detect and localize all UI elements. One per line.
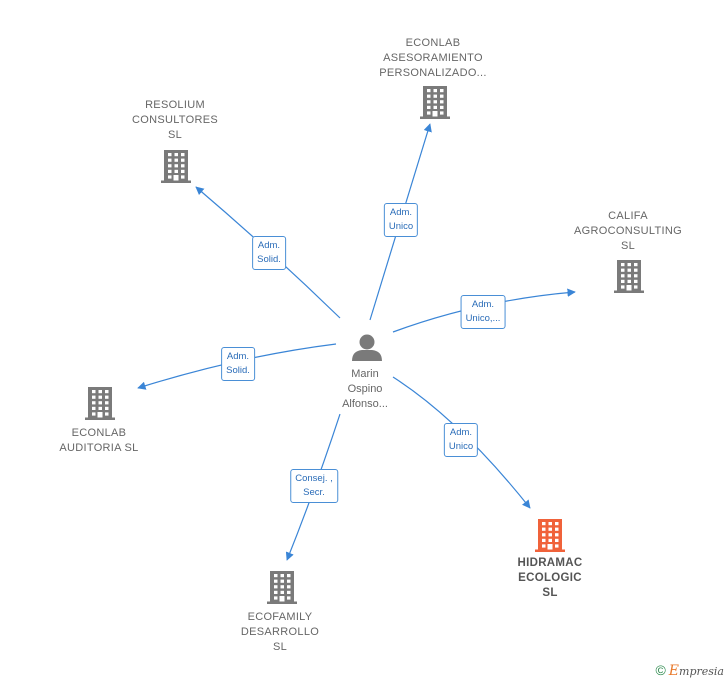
company-label-line: SL xyxy=(542,587,558,599)
company-label-line: SL xyxy=(620,240,636,252)
company-label-line: ECOLOGIC xyxy=(518,572,582,584)
company-label-line: ECONLAB xyxy=(405,37,461,49)
relation-label-line: Adm. xyxy=(389,207,413,218)
company-label-line: ECOFAMILY xyxy=(247,611,313,623)
company-label-line: AUDITORIA SL xyxy=(59,442,139,454)
person-icon xyxy=(352,334,382,361)
relation-label[interactable]: Consej. , Secr. xyxy=(290,469,338,503)
relation-label-line: Unico xyxy=(388,221,414,232)
building-icon[interactable] xyxy=(535,519,565,552)
company-label-line: AGROCONSULTING xyxy=(574,225,682,237)
company-label-line: RESOLIUM xyxy=(145,99,205,111)
footer-brand: ©Empresia xyxy=(655,662,724,679)
company-label-line: ECONLAB xyxy=(71,427,127,439)
company-label-resolium[interactable]: RESOLIUM CONSULTORES SL xyxy=(132,98,218,143)
relation-label-line: Adm. xyxy=(226,351,250,362)
building-icon[interactable] xyxy=(161,150,191,183)
relation-label-line: Solid. xyxy=(257,254,281,265)
building-icon[interactable] xyxy=(614,260,644,293)
company-label-hidramac[interactable]: HIDRAMAC ECOLOGIC SL xyxy=(517,556,582,601)
company-label-line: DESARROLLO xyxy=(240,626,320,638)
company-label-line: SL xyxy=(272,641,288,653)
company-label-califa[interactable]: CALIFA AGROCONSULTING SL xyxy=(574,209,682,254)
relation-label-line: Adm. xyxy=(471,299,495,310)
relation-label[interactable]: Adm. Unico xyxy=(383,203,419,237)
relation-label-line: Secr. xyxy=(303,487,325,498)
building-icon[interactable] xyxy=(267,571,297,604)
building-icon[interactable] xyxy=(420,86,450,119)
relation-label[interactable]: Adm. Unico xyxy=(443,423,479,457)
company-label-line: PERSONALIZADO... xyxy=(379,67,487,79)
company-label-line: HIDRAMAC xyxy=(517,557,583,569)
company-label-line: ASESORAMIENTO xyxy=(383,52,483,64)
relation-label-line: Adm. xyxy=(449,427,473,438)
company-label-ecofamily[interactable]: ECOFAMILY DESARROLLO SL xyxy=(241,610,319,655)
relation-label-line: Consej. , xyxy=(295,473,333,484)
brand-logo-text: mpresia xyxy=(679,665,724,678)
company-label-line: CONSULTORES xyxy=(131,114,219,126)
relation-label[interactable]: Adm. Solid. xyxy=(221,347,255,381)
company-label-line: SL xyxy=(167,129,183,141)
relation-label-line: Unico,... xyxy=(465,313,501,324)
relation-label-line: Adm. xyxy=(257,240,281,251)
relation-label-line: Unico xyxy=(448,441,474,452)
building-icon[interactable] xyxy=(85,387,115,420)
relation-label[interactable]: Adm. Solid. xyxy=(252,236,286,270)
copyright-symbol: © xyxy=(655,662,666,678)
center-person-label[interactable]: Marin Ospino Alfonso... xyxy=(342,368,388,410)
brand-logo-initial: E xyxy=(668,663,680,679)
company-label-econlab-auditoria[interactable]: ECONLAB AUDITORIA SL xyxy=(59,426,138,456)
company-label-line: CALIFA xyxy=(608,210,648,222)
company-label-econlab-asesoramiento[interactable]: ECONLAB ASESORAMIENTO PERSONALIZADO... xyxy=(379,36,487,81)
relation-label[interactable]: Adm. Unico,... xyxy=(460,295,506,329)
relation-label-line: Solid. xyxy=(226,365,250,376)
